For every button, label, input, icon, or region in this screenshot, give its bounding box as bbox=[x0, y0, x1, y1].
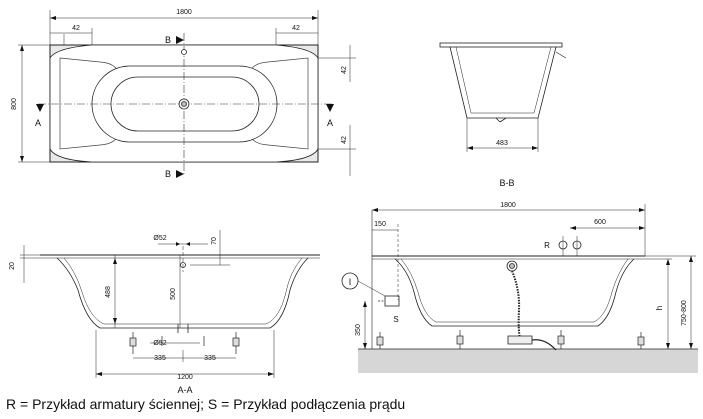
dim-rim-bottom: 42 bbox=[341, 136, 348, 144]
floor bbox=[358, 349, 698, 373]
caption-bb: B-B bbox=[499, 178, 514, 188]
dim-outlet-dia-bottom: Ø52 bbox=[153, 340, 166, 347]
dim-offset-600: 600 bbox=[594, 219, 606, 226]
label-s: S bbox=[393, 315, 398, 324]
dim-foot-spacing-right: 335 bbox=[204, 355, 216, 362]
dim-outlet-dia-top: Ø52 bbox=[153, 235, 166, 242]
dim-width: 800 bbox=[11, 98, 18, 110]
section-b-top: B bbox=[165, 35, 171, 45]
dim-depth-inner: 500 bbox=[170, 288, 177, 300]
marker-label: I bbox=[349, 277, 352, 287]
dim-rim-top: 42 bbox=[341, 66, 348, 74]
legend-text: R = Przykład armatury ściennej; S = Przy… bbox=[6, 396, 406, 412]
dim-rim-left: 42 bbox=[72, 25, 80, 32]
section-a-right: A bbox=[327, 118, 333, 128]
section-b-bottom: B bbox=[165, 169, 171, 179]
dim-depth-outer: 488 bbox=[105, 286, 112, 298]
dim-bottom-width: 483 bbox=[496, 140, 508, 147]
dim-length: 1800 bbox=[176, 9, 192, 16]
dim-rim-right: 42 bbox=[292, 25, 300, 32]
dim-install-length: 1800 bbox=[500, 202, 516, 209]
dim-height-350: 350 bbox=[355, 324, 362, 336]
dim-outlet-offset: 70 bbox=[211, 237, 218, 245]
dim-rim-thickness: 20 bbox=[9, 262, 16, 270]
label-r: R bbox=[544, 241, 550, 250]
caption-aa: A-A bbox=[177, 385, 192, 395]
dim-height-h: h bbox=[655, 306, 664, 310]
top-view bbox=[18, 10, 356, 178]
side-view-bb bbox=[439, 42, 567, 152]
install-view bbox=[341, 204, 698, 373]
section-aa-view bbox=[20, 230, 320, 378]
dim-offset-150: 150 bbox=[374, 221, 386, 228]
dim-height-range: 750-800 bbox=[681, 300, 688, 326]
section-a-left: A bbox=[35, 118, 41, 128]
dim-foot-spacing-left: 335 bbox=[154, 355, 166, 362]
dim-bottom-length: 1200 bbox=[177, 374, 193, 381]
